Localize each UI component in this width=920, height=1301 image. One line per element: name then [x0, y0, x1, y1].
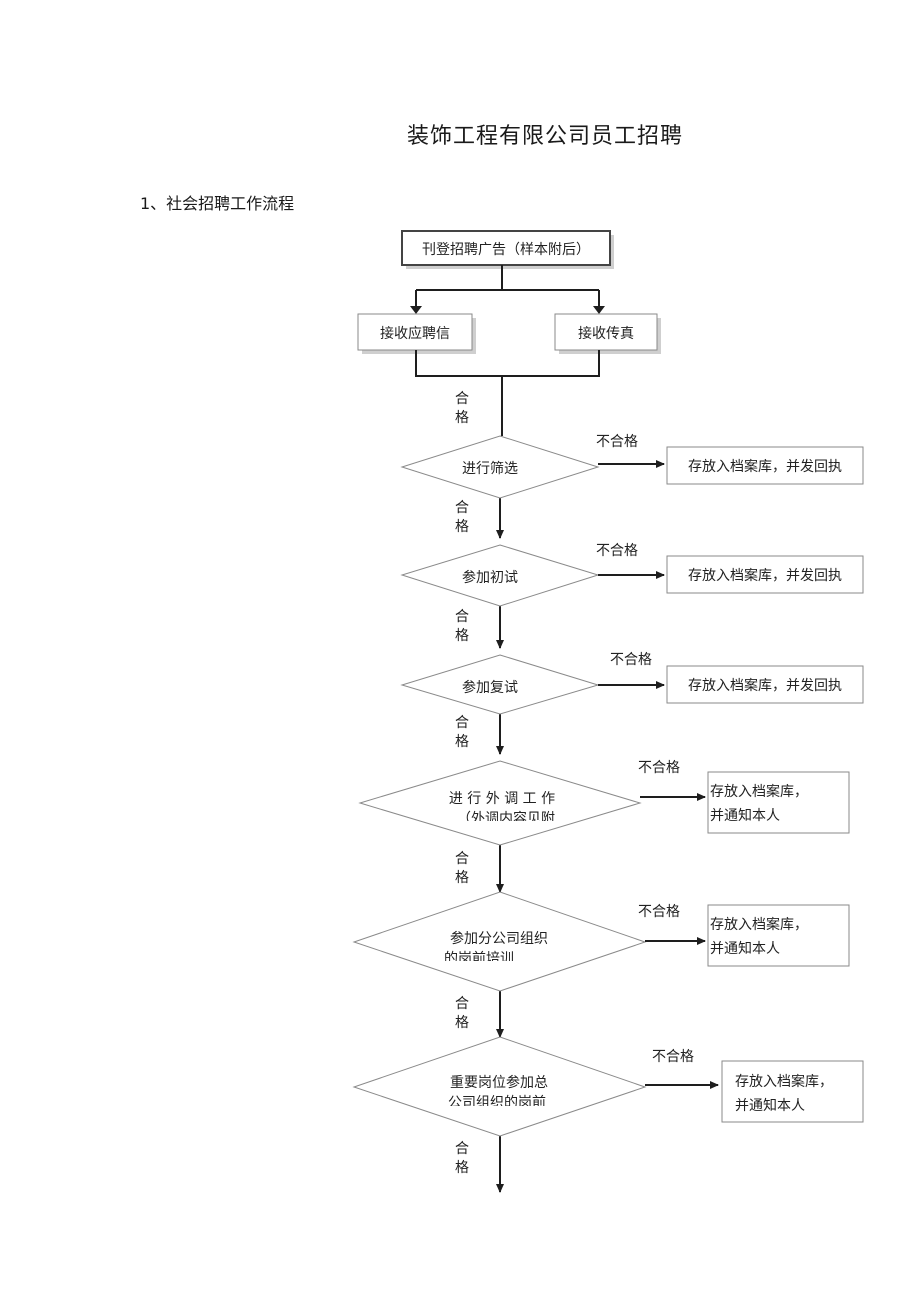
svg-text:合: 合	[455, 609, 469, 625]
pass-label: 合 格	[455, 1141, 469, 1176]
svg-text:合: 合	[455, 1141, 469, 1157]
svg-text:并通知本人: 并通知本人	[710, 940, 780, 957]
svg-text:并通知本人: 并通知本人	[710, 807, 780, 824]
svg-text:格: 格	[455, 870, 469, 886]
outcome-box: 存放入档案库， 并通知本人	[707, 771, 850, 834]
svg-text:合: 合	[455, 391, 469, 407]
svg-text:存放入档案库，: 存放入档案库，	[710, 783, 808, 800]
svg-text:合: 合	[455, 851, 469, 867]
start-box-label: 刊登招聘广告（样本附后）	[422, 242, 590, 258]
svg-text:参加复试: 参加复试	[462, 679, 518, 696]
svg-text:进行筛选: 进行筛选	[462, 461, 518, 477]
receive-fax-label: 接收传真	[578, 325, 634, 342]
svg-text:的岗前培训: 的岗前培训	[444, 950, 514, 967]
pass-label: 合 格	[455, 391, 469, 426]
fail-label: 不合格	[610, 652, 652, 668]
fail-label: 不合格	[596, 543, 638, 559]
decision-first-interview: 参加初试	[400, 544, 600, 607]
receive-fax-box: 接收传真	[554, 313, 661, 354]
split-connector	[415, 265, 600, 312]
outcome-box: 存放入档案库，并发回执	[666, 665, 864, 704]
svg-text:存放入档案库，: 存放入档案库，	[710, 916, 808, 933]
svg-text:存放入档案库，并发回执: 存放入档案库，并发回执	[688, 677, 842, 694]
outcome-box: 存放入档案库，并发回执	[666, 555, 864, 594]
fail-label: 不合格	[638, 904, 680, 920]
svg-text:参加初试: 参加初试	[462, 569, 518, 586]
svg-text:存放入档案库，并发回执: 存放入档案库，并发回执	[688, 567, 842, 584]
pass-label: 合 格	[455, 715, 469, 750]
split-arrowheads	[410, 306, 605, 314]
svg-text:合: 合	[455, 500, 469, 516]
svg-text:合: 合	[455, 715, 469, 731]
pass-label: 合 格	[455, 500, 469, 535]
svg-text:格: 格	[455, 734, 469, 750]
svg-text:格: 格	[455, 628, 469, 644]
fail-label: 不合格	[596, 434, 638, 450]
pass-label: 合 格	[455, 851, 469, 886]
svg-text:重要岗位参加总: 重要岗位参加总	[450, 1074, 548, 1091]
decision-screening: 进行筛选	[400, 435, 600, 499]
svg-text:格: 格	[455, 519, 469, 535]
svg-text:进 行 外 调 工 作: 进 行 外 调 工 作	[449, 791, 555, 807]
svg-text:格: 格	[455, 1160, 469, 1176]
svg-text:存放入档案库，: 存放入档案库，	[735, 1073, 833, 1090]
receive-letter-label: 接收应聘信	[380, 325, 450, 342]
pass-label: 合 格	[455, 996, 469, 1031]
outcome-box: 存放入档案库，并发回执	[666, 446, 864, 485]
svg-text:存放入档案库，并发回执: 存放入档案库，并发回执	[688, 458, 842, 475]
fail-label: 不合格	[652, 1049, 694, 1065]
svg-text:（外调内容见附: （外调内容见附	[457, 810, 555, 827]
receive-letter-box: 接收应聘信	[357, 313, 476, 354]
svg-text:公司组织的岗前: 公司组织的岗前	[448, 1094, 546, 1111]
outcome-box: 存放入档案库， 并通知本人	[721, 1060, 864, 1123]
fail-label: 不合格	[638, 760, 680, 776]
svg-text:合: 合	[455, 996, 469, 1012]
section-heading: 1、社会招聘工作流程	[140, 194, 295, 213]
svg-text:格: 格	[455, 410, 469, 426]
start-box: 刊登招聘广告（样本附后）	[401, 230, 614, 269]
decision-second-interview: 参加复试	[400, 654, 600, 715]
decision-background-check: 进 行 外 调 工 作 （外调内容见附	[358, 760, 642, 846]
decision-hq-training: 重要岗位参加总 公司组织的岗前	[352, 1036, 647, 1137]
merge-connector	[415, 350, 600, 436]
svg-text:并通知本人: 并通知本人	[735, 1097, 805, 1114]
document-title: 装饰工程有限公司员工招聘	[406, 124, 683, 149]
outcome-box: 存放入档案库， 并通知本人	[707, 904, 850, 967]
decision-branch-training: 参加分公司组织 的岗前培训	[352, 891, 647, 992]
svg-text:参加分公司组织: 参加分公司组织	[450, 930, 548, 947]
pass-label: 合 格	[455, 609, 469, 644]
svg-text:格: 格	[455, 1015, 469, 1031]
